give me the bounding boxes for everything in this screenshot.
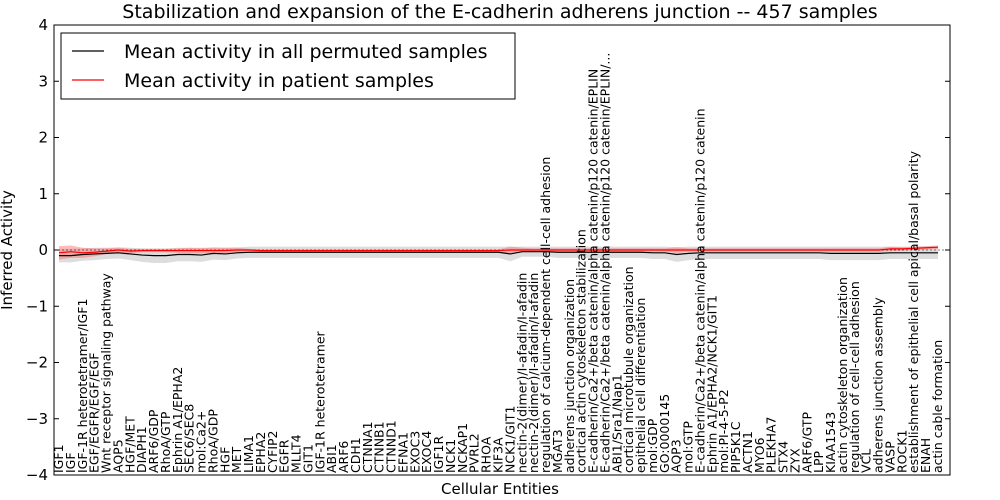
category-label: MLLT4 [289,434,304,473]
category-label: AQP3 [669,439,684,473]
category-label: HGF [217,447,232,473]
category-label: PIP5K1C [728,421,743,473]
category-label: NCK1 [443,439,458,473]
category-label: ACTN1 [740,431,755,473]
category-label: ROCK1 [894,430,909,473]
category-label: IGF-1R heterotetramer/IGF1 [75,299,90,473]
category-label: CTNNA1 [360,421,375,473]
category-label: DIAPH1 [134,426,149,473]
category-label: PLEKHA7 [764,416,779,473]
category-label: cortical actin cytoskeleton stabilizatio… [574,229,589,473]
legend-label: Mean activity in all permuted samples [124,41,487,63]
category-label: E-cadherin/Ca2+/beta catenin/alpha caten… [692,108,707,473]
patient-band [59,245,938,260]
category-label: epithelial cell differentiation [633,298,648,473]
category-label: EGFR [277,439,292,473]
category-label: EFNA1 [395,432,410,473]
category-label: nectin-2(dimer)/I-afadin/I-afadin [514,273,529,473]
y-axis-label: Inferred Activity [0,190,16,310]
category-label: IGF1 [51,444,66,473]
y-tick-label: −1 [26,297,48,315]
category-label: ENAH [918,438,933,473]
category-label: VCL [859,449,874,473]
category-label: mol:PI-4-5-P2 [716,389,731,473]
category-label: CTNND1 [384,420,399,473]
category-label: ABI1/Sra1/Nap1 [609,374,624,473]
category-label: regulation of calcium-dependent cell-cel… [538,157,553,473]
y-tick-label: −3 [26,410,48,428]
category-label: nectin-2(dimer)/I-afadin/I-afadin [526,273,541,473]
category-label: MGAT3 [550,429,565,473]
plot-area-frame [53,24,951,476]
category-label: IGF1R [431,435,446,473]
category-label: GIT1 [300,444,315,473]
category-label: ZYX [787,448,802,473]
category-label: LIMA1 [241,435,256,473]
category-label: E-cadherin/Ca2+/beta catenin/alpha caten… [586,69,601,473]
category-label: mol:GTP [681,421,696,473]
category-label: adherens junction organization [562,279,577,473]
category-label: actin cable formation [930,340,945,473]
permuted-mean-line [59,251,938,257]
category-label: NCKAP1 [455,423,470,473]
category-label: GO:0000145 [657,394,672,473]
category-label: NCK1/GIT1 [502,406,517,473]
category-label: CTNNB1 [372,421,387,473]
category-label: HGF/MET [122,416,137,473]
category-label: E-cadherin/Ca2+/beta catenin/alpha caten… [597,53,612,473]
series-lines [58,246,939,257]
category-label: EXOC3 [407,431,422,473]
category-label: ARF6/GDP [146,409,161,473]
chart-title: Stabilization and expansion of the E-cad… [122,1,877,23]
category-label: mol:GDP [645,418,660,473]
category-label: RHOA [479,436,494,473]
y-tick-label: 0 [38,241,48,259]
category-label: KIAA1543 [823,412,838,473]
category-label: MYO6 [752,437,767,473]
category-label: RhoA/GDP [205,409,220,473]
category-label: EPHA2 [253,432,268,473]
legend-label: Mean activity in patient samples [124,70,434,92]
category-label: establishment of epithelial cell apical/… [906,150,921,473]
category-label: IGF [63,452,78,473]
category-label: AQP5 [110,439,125,473]
category-label: Ephrin A1/EPHA2/NCK1/GIT1 [704,295,719,473]
category-label: mol:Ca2+ [194,411,209,473]
y-tick-label: −2 [26,354,48,372]
patient-mean-line [58,246,939,254]
category-label: EGF/EGFR/EGF/EGF [87,353,102,473]
category-label: adherens junction assembly [871,297,886,473]
category-label: RhoA/GTP [158,411,173,473]
category-label: actin cytoskeleton organization [835,277,850,473]
y-tick-label: 2 [38,129,48,147]
category-label: cortical microtubule organization [621,266,636,473]
category-label: EXOC4 [419,431,434,473]
category-label: regulation of cell-cell adhesion [847,281,862,473]
category-label: PVRL2 [467,433,482,473]
category-label: SEC6/SEC8 [182,404,197,473]
y-tick-label: −4 [26,466,48,484]
category-label: CDH1 [348,437,363,473]
category-label: STX4 [776,441,791,473]
category-label: KIF3A [491,437,506,473]
x-axis-label: Cellular Entities [441,480,559,498]
category-label: Wnt receptor signaling pathway [99,273,114,473]
legend: Mean activity in all permuted samplesMea… [60,32,516,100]
y-tick-label: 1 [38,185,48,203]
category-label: CYFIP2 [265,430,280,473]
y-tick-label: 4 [38,16,48,34]
category-label: VASP [882,441,897,473]
category-label: ABI1 [324,444,339,473]
legend-box [60,32,516,100]
category-label: IGF-1R heterotetramer [312,330,327,473]
category-label: LPP [811,450,826,473]
category-label: MET [229,446,244,473]
y-tick-label: 3 [38,72,48,90]
category-label: ARF6/GTP [799,412,814,473]
category-label: ARF6 [336,441,351,473]
category-label: Ephrin A1/EPHA2 [170,367,185,473]
